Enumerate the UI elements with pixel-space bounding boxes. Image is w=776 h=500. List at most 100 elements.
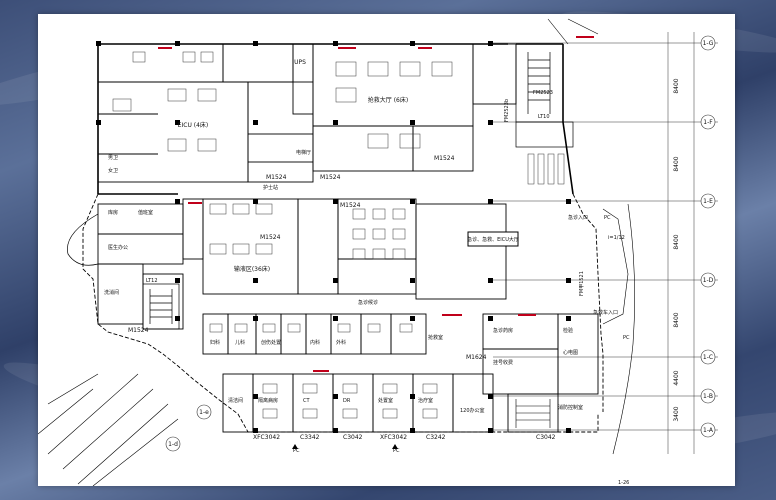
grid-bubble: 1-D <box>700 272 716 288</box>
pc-marker: PC <box>604 215 611 221</box>
room-label-infusion: 输液区(36床) <box>234 265 270 273</box>
room-label-surg: 外科 <box>336 339 346 346</box>
site-boundary <box>547 18 599 45</box>
grid-label-left: 1-e <box>199 409 209 416</box>
fire-door-label: FM2523 <box>533 90 553 96</box>
room-label-office: 医生办公 <box>108 244 128 251</box>
grid-bubble: 1-d <box>165 436 181 452</box>
grid-bubble: 1-F <box>700 114 716 130</box>
room-label-wash: 洗消间 <box>104 289 119 296</box>
bed-furniture <box>112 51 453 152</box>
window-code: C3042 <box>536 434 556 441</box>
room-label-rescue-room: 抢救室 <box>428 334 443 341</box>
stair-lt10 <box>515 43 574 148</box>
road-bottom-left <box>38 373 179 486</box>
door-code: M1524 <box>340 202 361 209</box>
dimension-label: 4400 <box>673 370 680 385</box>
ramp-label: i=1/12 <box>608 235 625 241</box>
stair-lt10-label: LT10 <box>538 114 550 120</box>
dimension-label: 8400 <box>673 156 680 171</box>
stair-lt12 <box>142 283 180 330</box>
waiting-seats <box>527 153 565 185</box>
room-label-ecg: 心电图 <box>563 349 578 356</box>
room-label-rescue-hall: 抢救大厅 (6床) <box>368 96 408 104</box>
middle-room-walls <box>182 198 417 295</box>
grid-bubble: 1-C <box>700 349 716 365</box>
room-label-pay: 挂号收费 <box>493 359 513 366</box>
pc-marker: PC <box>393 448 400 454</box>
floor-plan-drawing: 1-G 1-F 1-E 1-D 1-C 1-B 1-A 8400 8400 84… <box>38 18 718 486</box>
sheet-axis-label: 1-26 <box>618 480 629 486</box>
room-label-pharm: 急诊药房 <box>493 327 513 334</box>
grid-bubble: 1-E <box>700 193 716 209</box>
grid-bubble: 1-G <box>700 35 716 51</box>
door-code: M1624 <box>466 354 487 361</box>
grid-bubble: 1-B <box>700 388 716 404</box>
room-label-storage: 库房 <box>108 209 118 216</box>
pc-arrow-icon <box>292 444 298 449</box>
door-code: M1524 <box>266 174 287 181</box>
room-label-lobby-wait: 急诊候诊 <box>358 299 378 306</box>
door-code: M1524 <box>260 234 281 241</box>
structural-columns <box>96 41 571 433</box>
room-label-ambulance-entry: 急救车入口 <box>593 309 618 316</box>
room-label-toilet-f: 女卫 <box>108 167 118 174</box>
dimension-label: 8400 <box>673 78 680 93</box>
room-label-ct: CT <box>303 398 310 404</box>
door-code: M1524 <box>320 174 341 181</box>
room-label-emergency-entry: 急诊入口 <box>568 214 588 221</box>
lower-room-walls <box>202 313 494 433</box>
red-annotation-marks <box>158 36 594 372</box>
fire-door-label: FM2523b <box>504 99 510 122</box>
central-hall-label-box <box>467 231 519 247</box>
grid-label-left: 1-d <box>168 441 178 448</box>
balcony-left <box>67 213 99 266</box>
fire-door-label: FM甲1521 <box>579 271 585 296</box>
window-code: C3042 <box>343 434 363 441</box>
grid-label-1c: 1-C <box>703 354 713 361</box>
grid-axis-lines <box>493 32 718 454</box>
window-code: XFC3042 <box>380 434 407 441</box>
window-code: XFC3042 <box>253 434 280 441</box>
exterior-walls <box>97 43 574 195</box>
grid-label-1e: 1-E <box>703 198 713 205</box>
dimension-label: 3400 <box>673 406 680 421</box>
room-label-fire-control: 消防控制室 <box>558 404 583 411</box>
grid-label-1b: 1-B <box>703 393 713 400</box>
grid-label-1d: 1-D <box>703 277 714 284</box>
room-label-dispose: 处置室 <box>378 397 393 404</box>
grid-bubble: 1-A <box>700 422 716 438</box>
room-label-120: 120办公室 <box>460 407 485 414</box>
room-label-dr: DR <box>343 398 351 404</box>
room-label-elev: 电梯厅 <box>296 149 311 156</box>
pc-arrow-icon <box>392 444 398 449</box>
room-label-eicu: EICU (4床) <box>178 121 209 129</box>
room-label-lab: 检验 <box>563 327 573 334</box>
top-room-walls <box>97 43 517 183</box>
door-code: M1524 <box>434 155 455 162</box>
room-label-ped: 儿科 <box>235 339 245 346</box>
room-label-trauma: 创伤处置 <box>261 339 281 346</box>
floor-plan-sheet: 1-G 1-F 1-E 1-D 1-C 1-B 1-A 8400 8400 84… <box>38 14 735 486</box>
room-label-ups: UPS <box>294 59 306 66</box>
window-code: C3342 <box>300 434 320 441</box>
room-label-clean: 清洁间 <box>228 397 243 404</box>
grid-label-1f: 1-F <box>703 119 713 126</box>
building-outline-dashed <box>82 193 604 433</box>
dimension-label: 8400 <box>673 312 680 327</box>
room-label-duty: 值班室 <box>138 209 153 216</box>
grid-bubble: 1-e <box>196 404 212 420</box>
room-label-treat: 治疗室 <box>418 397 433 404</box>
stair-lt12-label: LT12 <box>146 278 158 284</box>
room-label-toilet-m: 男卫 <box>108 155 118 161</box>
road-curve <box>612 203 635 455</box>
lower-room-beds <box>209 323 438 419</box>
room-label-nurse: 护士站 <box>263 184 278 191</box>
central-hall-label: 急诊、急救、EICU大厅 <box>467 236 519 243</box>
pc-marker: PC <box>623 335 630 341</box>
door-code: M1524 <box>128 327 149 334</box>
treatment-chairs <box>209 203 406 260</box>
stair-bottom <box>515 399 551 428</box>
pc-marker: PC <box>293 448 300 454</box>
